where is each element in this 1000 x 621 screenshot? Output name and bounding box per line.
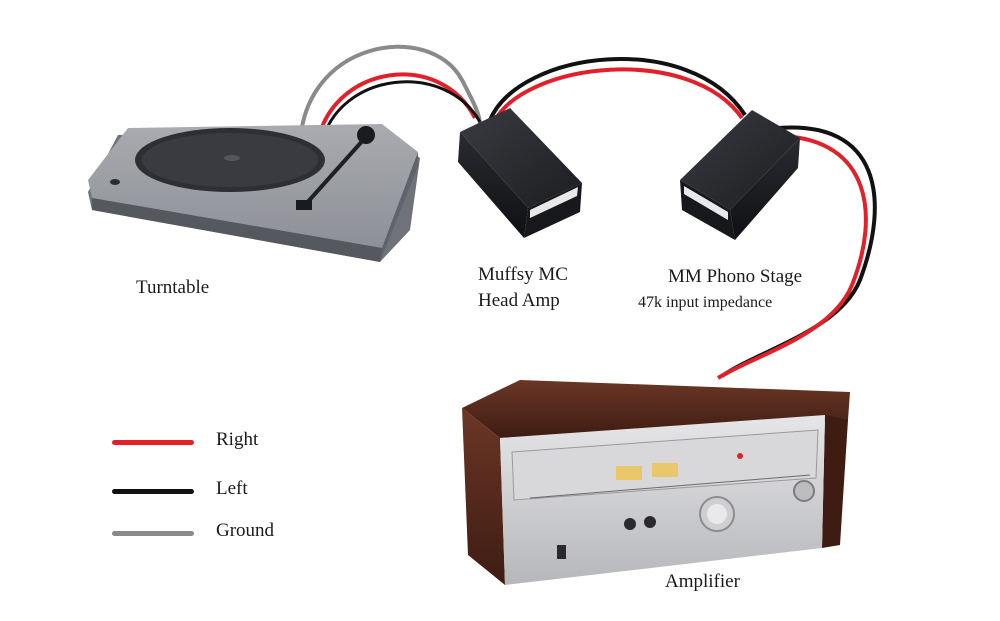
head-amp-label-line2: Head Amp: [478, 290, 560, 311]
legend-label-right: Right: [216, 429, 259, 450]
cable-headamp-to-phono: [488, 57, 747, 123]
amplifier-illustration: [462, 380, 850, 585]
amplifier-label: Amplifier: [665, 571, 740, 592]
legend-swatch-right: [112, 440, 194, 445]
phono-stage-label-line2: 47k input impedance: [638, 294, 773, 311]
legend-item-ground: Ground: [112, 518, 332, 548]
legend-swatch-ground: [112, 531, 194, 536]
turntable-label: Turntable: [136, 277, 210, 298]
cable-phono-to-amplifier: [716, 125, 877, 380]
legend-swatch-left: [112, 489, 194, 494]
phono-stage-label-line1: MM Phono Stage: [668, 266, 803, 287]
head-amp-illustration: [458, 108, 582, 238]
head-amp-label-line1: Muffsy MC: [478, 264, 568, 285]
cable-ground: [298, 44, 482, 151]
legend-item-left: Left: [112, 476, 332, 506]
legend-label-left: Left: [216, 478, 248, 499]
phono-stage-illustration: [680, 110, 800, 240]
legend-item-right: Right: [112, 427, 332, 457]
legend-label-ground: Ground: [216, 520, 275, 541]
cable-turntable-to-headamp: [316, 72, 482, 143]
turntable-illustration: [88, 124, 420, 262]
